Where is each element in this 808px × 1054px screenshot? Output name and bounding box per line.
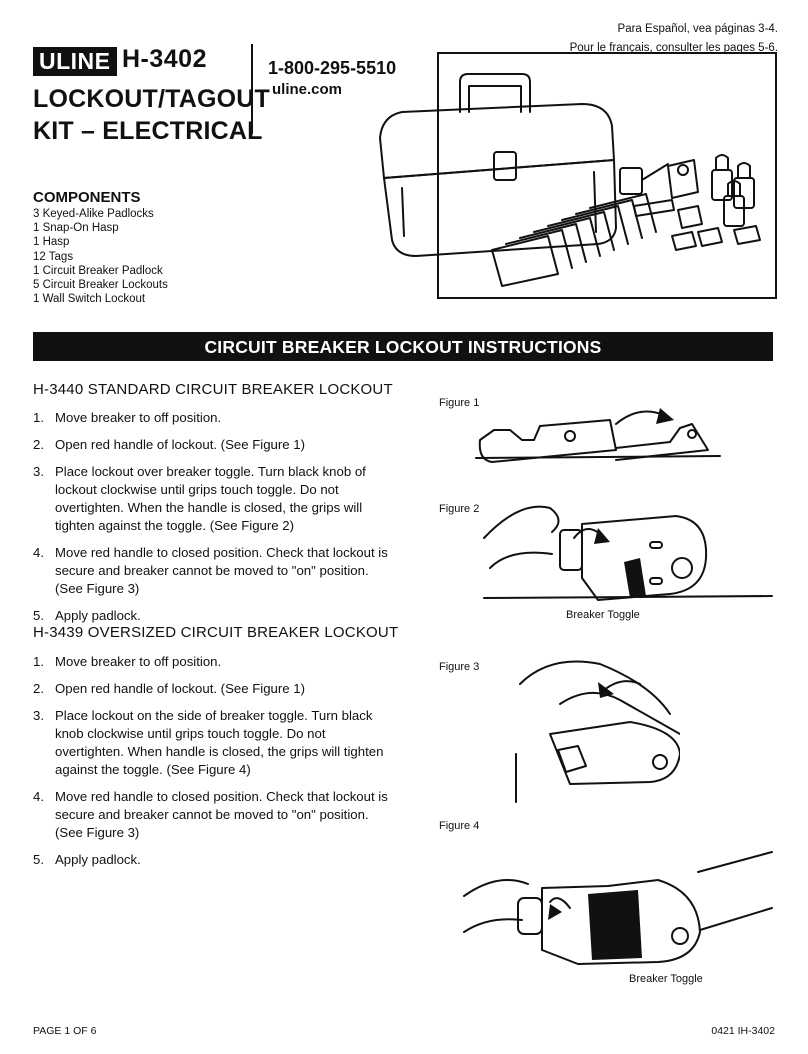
list-item: 5 Circuit Breaker Lockouts xyxy=(33,279,168,292)
figure-2-label: Figure 2 xyxy=(439,503,480,515)
list-item: 4.Move red handle to closed position. Ch… xyxy=(33,789,388,840)
figure-3-label: Figure 3 xyxy=(439,661,480,673)
spanish-language-note: Para Español, vea páginas 3-4. xyxy=(617,23,778,35)
title-line-1: LOCKOUT/TAGOUT xyxy=(33,85,271,113)
figure-4-label: Figure 4 xyxy=(439,820,480,832)
document-code: 0421 IH-3402 xyxy=(711,1025,775,1037)
title-line-2: KIT – ELECTRICAL xyxy=(33,117,263,145)
section1-steps: 1.Move breaker to off position. 2.Open r… xyxy=(33,409,393,634)
figure-2-callout: Breaker Toggle xyxy=(566,609,640,621)
section2-steps: 1.Move breaker to off position. 2.Open r… xyxy=(33,653,393,878)
toolbox-kit-illustration xyxy=(379,73,761,287)
list-item: 5.Apply padlock. xyxy=(33,852,141,867)
list-item: 3.Place lockout on the side of breaker t… xyxy=(33,708,384,777)
list-item: 1 Snap-On Hasp xyxy=(33,222,119,235)
figure-1-illustration xyxy=(475,408,721,463)
figure-3-illustration xyxy=(515,660,680,803)
list-item: 1 Hasp xyxy=(33,236,70,249)
website: uline.com xyxy=(272,81,343,98)
section-heading-h3440: H-3440 STANDARD CIRCUIT BREAKER LOCKOUT xyxy=(33,381,393,398)
list-item: 1 Wall Switch Lockout xyxy=(33,293,146,306)
list-item: 2.Open red handle of lockout. (See Figur… xyxy=(33,437,305,452)
figure-4-illustration xyxy=(463,851,773,965)
components-heading: COMPONENTS xyxy=(33,189,141,206)
list-item: 12 Tags xyxy=(33,250,74,263)
french-language-note: Pour le français, consulter les pages 5-… xyxy=(569,42,778,54)
figure-4-callout: Breaker Toggle xyxy=(629,973,703,985)
uline-logo: ULINE xyxy=(33,47,117,76)
header-divider xyxy=(251,44,253,134)
components-list: 3 Keyed-Alike Padlocks 1 Snap-On Hasp 1 … xyxy=(33,207,168,306)
page-number: PAGE 1 OF 6 xyxy=(33,1025,97,1037)
list-item: 1.Move breaker to off position. xyxy=(33,654,222,669)
list-item: 1 Circuit Breaker Padlock xyxy=(33,264,163,277)
section-heading-h3439: H-3439 OVERSIZED CIRCUIT BREAKER LOCKOUT xyxy=(33,624,399,641)
phone-number: 1-800-295-5510 xyxy=(268,58,397,78)
list-item: 4.Move red handle to closed position. Ch… xyxy=(33,545,388,596)
list-item: 1.Move breaker to off position. xyxy=(33,410,222,425)
instructions-banner: CIRCUIT BREAKER LOCKOUT INSTRUCTIONS xyxy=(33,332,773,361)
page-title: LOCKOUT/TAGOUT KIT – ELECTRICAL xyxy=(33,83,270,147)
list-item: 3 Keyed-Alike Padlocks xyxy=(33,208,154,220)
figure-2-illustration xyxy=(483,505,773,601)
list-item: 2.Open red handle of lockout. (See Figur… xyxy=(33,681,305,696)
list-item: 5.Apply padlock. xyxy=(33,608,141,623)
list-item: 3.Place lockout over breaker toggle. Tur… xyxy=(33,464,366,533)
figure-1-label: Figure 1 xyxy=(439,397,480,409)
model-number: H-3402 xyxy=(122,45,207,73)
